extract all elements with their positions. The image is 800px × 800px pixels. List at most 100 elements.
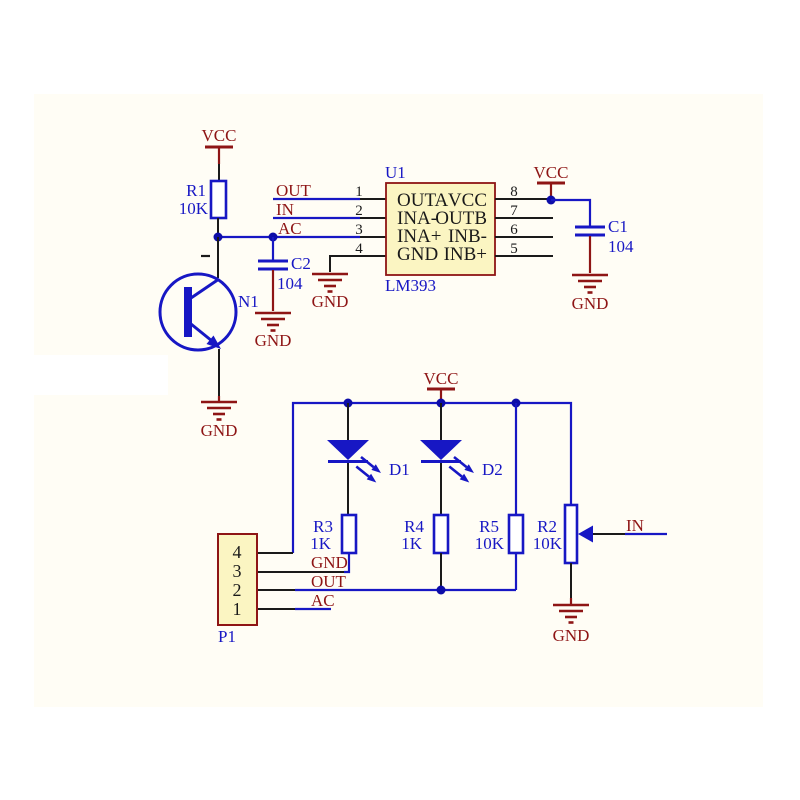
gnd-label: GND bbox=[255, 331, 292, 350]
r2-ref: R2 bbox=[537, 517, 557, 536]
d2-ref: D2 bbox=[482, 460, 503, 479]
u1-pin1-number: 1 bbox=[355, 184, 363, 200]
out-net-label: OUT bbox=[311, 572, 347, 591]
emitter-arrow bbox=[206, 335, 221, 349]
transistor-base-bar bbox=[184, 287, 192, 337]
led-triangle bbox=[420, 440, 462, 460]
u1-pin-name: OUTA bbox=[397, 190, 449, 211]
ac-net-bottom: AC bbox=[257, 591, 335, 611]
r3-value: 1K bbox=[310, 534, 332, 553]
transistor-circle bbox=[158, 272, 238, 352]
d1-ref: D1 bbox=[389, 460, 410, 479]
capacitor-c1: C1 104 GND bbox=[572, 217, 634, 313]
emission-arrow bbox=[453, 455, 468, 469]
c2-value: 104 bbox=[277, 274, 303, 293]
ac-net-label: AC bbox=[278, 219, 302, 238]
gnd-label: GND bbox=[572, 294, 609, 313]
capacitor-c2: C2 104 GND bbox=[255, 237, 311, 350]
rail-wire bbox=[291, 401, 573, 553]
transistor-n1: N1 GND bbox=[158, 237, 259, 440]
u1-pin-name: OUTB bbox=[435, 208, 487, 229]
resistor-r5: R5 10K bbox=[475, 403, 525, 590]
ac-net-label: AC bbox=[311, 591, 335, 610]
collector-lead bbox=[190, 277, 220, 300]
r5-value: 10K bbox=[475, 534, 505, 553]
emitter-lead bbox=[190, 322, 213, 343]
r3-ref: R3 bbox=[313, 517, 333, 536]
net-wires-top: OUT IN AC 1 2 3 4 bbox=[213, 181, 386, 272]
u1-pin3-number: 3 bbox=[355, 222, 363, 238]
u1-pin-name: INA- bbox=[397, 208, 437, 229]
resistor-r3: R3 1K GND bbox=[257, 513, 358, 574]
led-d2: D2 bbox=[420, 403, 503, 515]
emission-arrow bbox=[448, 465, 463, 478]
u1-pin-name: INB- bbox=[448, 226, 487, 247]
in-net-label: IN bbox=[626, 516, 644, 535]
vcc-label: VCC bbox=[424, 369, 459, 388]
u1-part: LM393 bbox=[385, 276, 436, 295]
out-net-bottom: OUT bbox=[257, 572, 516, 595]
gnd-net-label: GND bbox=[311, 553, 348, 572]
vcc-symbol-r1: VCC bbox=[202, 126, 237, 181]
u1-pin-name: VCC bbox=[448, 190, 487, 211]
u1-pin5-number: 5 bbox=[510, 241, 518, 257]
emission-arrowhead bbox=[464, 464, 474, 473]
r4-ref: R4 bbox=[404, 517, 424, 536]
r1-value: 10K bbox=[179, 199, 209, 218]
pin4-gnd-wire bbox=[329, 255, 386, 272]
white-patch bbox=[34, 355, 168, 395]
out-net-label: OUT bbox=[276, 181, 312, 200]
p1-ref: P1 bbox=[218, 627, 236, 646]
wire bbox=[551, 198, 592, 226]
u1-pin6-number: 6 bbox=[510, 222, 518, 238]
r1-ref: R1 bbox=[186, 181, 206, 200]
r2-value: 10K bbox=[533, 534, 563, 553]
emission-arrow bbox=[360, 455, 375, 469]
vcc-label: VCC bbox=[534, 163, 569, 182]
junction-dot bbox=[436, 585, 446, 595]
resistor-r1: R1 10K bbox=[179, 179, 228, 237]
emission-arrowhead bbox=[459, 473, 470, 483]
p1-pin3: 3 bbox=[233, 561, 242, 581]
led-d1: D1 bbox=[327, 403, 410, 515]
u1-pin2-number: 2 bbox=[355, 203, 363, 219]
p1-pin4: 4 bbox=[233, 542, 242, 562]
u1-ref: U1 bbox=[385, 163, 406, 182]
potentiometer-r2: R2 10K IN GND bbox=[533, 503, 667, 645]
u1-pin-name: INB+ bbox=[444, 244, 487, 265]
u1-pin-name: INA+ bbox=[397, 226, 442, 247]
gnd-label: GND bbox=[553, 626, 590, 645]
led-triangle bbox=[327, 440, 369, 460]
gnd-symbol-u1pin4: GND bbox=[312, 272, 348, 311]
gnd-label: GND bbox=[201, 421, 238, 440]
wiper-arrow bbox=[578, 525, 593, 543]
u1-pin-name: GND bbox=[397, 244, 438, 265]
p1-pin1: 1 bbox=[233, 599, 242, 619]
vcc-symbol-u1: VCC bbox=[534, 163, 592, 226]
n1-ref: N1 bbox=[238, 292, 259, 311]
connector-body bbox=[217, 533, 258, 626]
wire bbox=[344, 553, 351, 574]
ic-u1: U1 LM393 OUTA VCC INA- OUTB INA+ INB- GN… bbox=[385, 163, 553, 295]
c2-ref: C2 bbox=[291, 254, 311, 273]
c1-value: 104 bbox=[608, 237, 634, 256]
r5-ref: R5 bbox=[479, 517, 499, 536]
resistor-body bbox=[432, 513, 450, 555]
ic-body bbox=[385, 182, 496, 276]
resistor-body bbox=[507, 513, 525, 555]
p1-pin2: 2 bbox=[233, 580, 242, 600]
u1-pin7-number: 7 bbox=[510, 203, 518, 219]
pot-body bbox=[563, 503, 579, 565]
connector-p1: 4 3 2 1 P1 bbox=[217, 533, 293, 646]
c1-ref: C1 bbox=[608, 217, 628, 236]
r4-value: 1K bbox=[401, 534, 423, 553]
resistor-r4: R4 1K bbox=[401, 513, 450, 590]
resistor-body bbox=[209, 179, 228, 220]
u1-pin8-number: 8 bbox=[510, 184, 518, 200]
vcc-label: VCC bbox=[202, 126, 237, 145]
resistor-body bbox=[340, 513, 358, 555]
emission-arrowhead bbox=[371, 464, 381, 473]
emission-arrowhead bbox=[366, 473, 377, 483]
u1-pin4-number: 4 bbox=[355, 241, 363, 257]
